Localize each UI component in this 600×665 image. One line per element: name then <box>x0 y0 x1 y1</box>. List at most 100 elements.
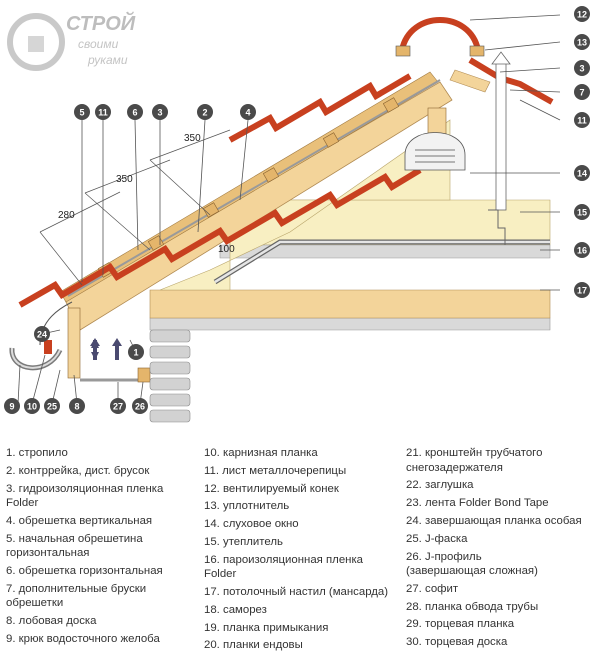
svg-text:14: 14 <box>577 169 587 179</box>
svg-text:15: 15 <box>577 208 587 218</box>
legend-item: 10. карнизная планка <box>204 447 318 459</box>
svg-text:24: 24 <box>37 330 47 340</box>
legend-column-2: 10. карнизная планка 11. лист металлочер… <box>204 446 400 656</box>
vent-arrow-icon <box>491 51 511 65</box>
legend-item: 2. контррейка, дист. брусок <box>6 464 150 477</box>
vent-pipe <box>495 61 507 211</box>
legend-item: 22. заглушка <box>406 479 474 492</box>
legend-item: 17. потолочный настил (мансарда) <box>204 586 389 599</box>
legend-item: 28. планка обвода трубы <box>406 600 539 613</box>
brick-wall <box>149 329 191 423</box>
ridge <box>399 17 481 51</box>
callout-26: 26 <box>132 398 148 414</box>
svg-text:11: 11 <box>98 108 108 118</box>
metal-tile-left <box>18 167 422 308</box>
callout-10: 10 <box>24 398 40 414</box>
callout-5: 5 <box>74 104 90 120</box>
svg-text:27: 27 <box>113 402 123 412</box>
legend-item: 24. завершающая планка особая <box>406 514 582 527</box>
svg-text:9: 9 <box>9 402 14 412</box>
airflow-arrows <box>90 338 122 360</box>
legend-item: 29. торцевая планка <box>406 618 515 631</box>
logo-line1: своими <box>78 37 119 51</box>
metal-tile-right <box>468 57 554 105</box>
dimension-280: 280 <box>58 210 75 221</box>
dimension-lines: 280 350 350 100 <box>39 129 235 286</box>
logo-brand: СТРОЙ <box>66 11 136 35</box>
svg-text:12: 12 <box>577 10 587 20</box>
callout-14: 14 <box>574 165 590 181</box>
legend-item: 19. планка примыкания <box>204 621 329 634</box>
svg-text:4: 4 <box>245 108 250 118</box>
logo-ring <box>7 13 65 71</box>
legend-column-1: 1. стропило 2. контррейка, дист. брусок … <box>6 446 198 650</box>
rafter-right <box>449 69 491 93</box>
svg-text:3: 3 <box>157 108 162 118</box>
legend-item: 1. стропило <box>6 447 68 459</box>
callout-3-left: 3 <box>152 104 168 120</box>
callout-6: 6 <box>127 104 143 120</box>
legend-item: 4. обрешетка вертикальная <box>6 514 153 527</box>
legend-column-3: 21. кронштейн трубчатого снегозадержател… <box>406 446 596 653</box>
svg-text:26: 26 <box>135 402 145 412</box>
legend-item: 7. дополнительные бруски обрешетки <box>6 582 147 610</box>
callout-7: 7 <box>574 84 590 100</box>
callout-2: 2 <box>197 104 213 120</box>
dormer-window <box>404 132 466 171</box>
legend-item: 15. утеплитель <box>204 535 283 548</box>
vapor-barrier <box>219 244 551 259</box>
waterproof-film <box>67 79 441 297</box>
roof-diagram: 280 350 350 100 <box>4 6 590 423</box>
legend-item: 21. кронштейн трубчатого снегозадержател… <box>406 447 543 474</box>
svg-text:6: 6 <box>132 108 137 118</box>
dimension-350-upper: 350 <box>184 133 201 144</box>
legend-item: 16. пароизоляционная пленка Folder <box>204 553 364 581</box>
j-profile <box>137 367 151 383</box>
callout-3-right: 3 <box>574 60 590 76</box>
legend-item: 23. лента Folder Bond Tape <box>406 497 549 510</box>
svg-text:8: 8 <box>74 402 79 412</box>
svg-text:3: 3 <box>579 64 584 74</box>
callout-27: 27 <box>110 398 126 414</box>
callout-1: 1 <box>128 344 144 360</box>
logo: СТРОЙ своими руками <box>6 6 156 76</box>
logo-tool-icon <box>28 36 44 52</box>
ridge-seal-left <box>395 45 411 57</box>
svg-text:2: 2 <box>202 108 207 118</box>
ceiling-board-lower <box>149 317 551 331</box>
callout-24: 24 <box>34 326 50 342</box>
callout-12: 12 <box>574 6 590 22</box>
callout-9: 9 <box>4 398 20 414</box>
legend-item: 18. саморез <box>204 603 267 616</box>
callout-4: 4 <box>240 104 256 120</box>
callout-16: 16 <box>574 242 590 258</box>
legend-item: 25. J-фаска <box>406 532 468 545</box>
dormer-post <box>427 107 447 137</box>
svg-text:13: 13 <box>577 38 587 48</box>
eaves-strip <box>44 340 52 354</box>
callout-11-right: 11 <box>574 112 590 128</box>
legend: 1. стропило 2. контррейка, дист. брусок … <box>0 446 600 665</box>
logo-line2: руками <box>87 53 128 67</box>
legend-item: 12. вентилируемый конек <box>204 482 339 495</box>
ceiling-joist <box>149 289 551 319</box>
callout-15: 15 <box>574 204 590 220</box>
fascia-board <box>67 307 81 379</box>
legend-item: 5. начальная обрешетина горизонтальная <box>6 532 143 560</box>
callout-17: 17 <box>574 282 590 298</box>
dimension-350-lower: 350 <box>116 174 133 185</box>
svg-text:10: 10 <box>27 402 37 412</box>
legend-item: 13. уплотнитель <box>204 500 290 513</box>
legend-item: 9. крюк водосточного желоба <box>6 633 160 646</box>
legend-item: 3. гидроизоляционная пленка Folder <box>6 482 164 510</box>
svg-text:17: 17 <box>577 286 587 296</box>
callout-13: 13 <box>574 34 590 50</box>
svg-text:11: 11 <box>577 116 587 126</box>
callout-8: 8 <box>69 398 85 414</box>
legend-item: 26. J-профиль (завершающая сложная) <box>406 550 538 578</box>
legend-item: 8. лобовая доска <box>6 615 97 628</box>
ridge-seal-right <box>469 45 485 57</box>
legend-item: 20. планки ендовы <box>204 639 303 652</box>
svg-text:16: 16 <box>577 246 587 256</box>
svg-text:7: 7 <box>579 88 584 98</box>
